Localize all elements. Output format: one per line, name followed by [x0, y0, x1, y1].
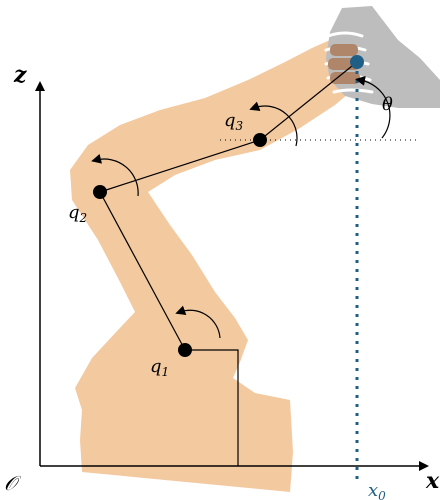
x-axis-label: x [425, 468, 440, 494]
q2-label: q2 [68, 202, 87, 225]
x0-label: x0 [368, 480, 386, 500]
link-1 [99, 191, 186, 351]
x0-label-sub: 0 [378, 489, 386, 500]
gripper-hand [326, 6, 440, 108]
joint-q3 [253, 133, 267, 147]
origin-label: 𝒪 [4, 471, 22, 495]
link-2 [99, 139, 261, 193]
q1-label-main: q [150, 356, 162, 377]
link-3 [259, 61, 358, 141]
joint-q2 [93, 185, 107, 199]
x0-label-main: x [368, 480, 378, 500]
q3-label-main: q [224, 110, 236, 131]
q1-label: q1 [150, 356, 169, 379]
q2-label-main: q [68, 202, 80, 223]
joint-1-rotation-arrow [175, 305, 221, 339]
gripper-finger-pads [328, 44, 360, 84]
robot-arm-body [70, 40, 362, 492]
q1-label-sub: 1 [162, 365, 170, 379]
q3-label: q3 [224, 110, 244, 133]
z-axis-label: z [13, 62, 27, 88]
joint-q1 [178, 343, 192, 357]
theta-label: θ [382, 94, 393, 115]
q2-label-sub: 2 [79, 211, 88, 225]
base-bracket [185, 349, 239, 466]
q3-label-sub: 3 [236, 119, 244, 133]
joint-3-rotation-arrow [249, 101, 298, 147]
joint-2-rotation-arrow [91, 153, 139, 197]
end-effector-point [350, 55, 364, 69]
theta-angle-arrow [355, 75, 391, 139]
